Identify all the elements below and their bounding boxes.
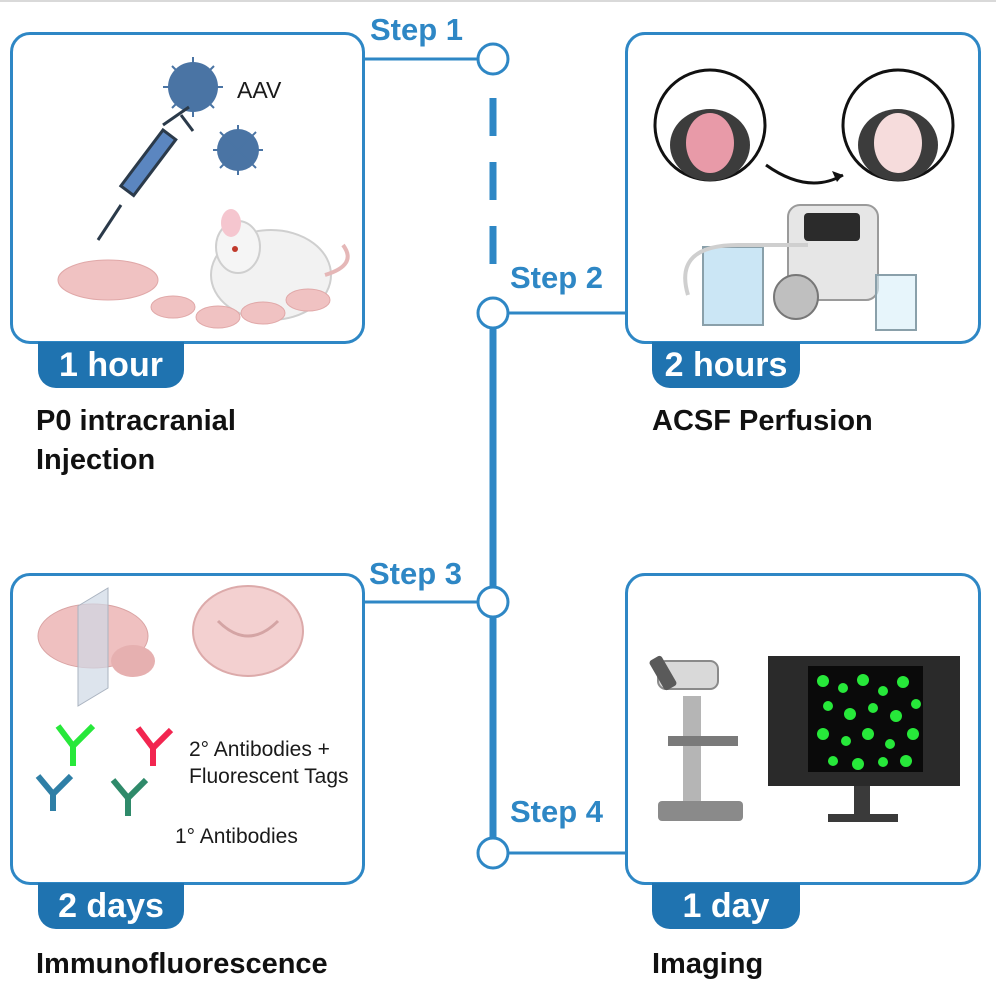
top-rule — [0, 0, 996, 2]
perfusion-illustration — [653, 68, 955, 331]
duration-badge-step2: 2 hours — [652, 342, 800, 388]
pups-icon — [57, 259, 331, 329]
secondary-antibodies-line1: 2° Antibodies + — [189, 738, 330, 761]
brain-before-icon — [653, 68, 767, 182]
arrow-icon — [765, 163, 844, 185]
secondary-antibody-icon — [55, 723, 174, 766]
step-label-4: Step 4 — [510, 794, 604, 829]
step-label-3: Step 3 — [369, 556, 463, 591]
caption-injection-line1: P0 intracranial — [36, 405, 236, 437]
immunofluorescence-illustration — [35, 585, 304, 816]
injection-illustration — [57, 57, 350, 329]
panel-immunofluorescence: 2° Antibodies + Fluorescent Tags 1° Anti… — [10, 573, 365, 885]
caption-imaging: Imaging — [652, 948, 764, 980]
microscope-icon — [649, 655, 743, 821]
syringe-icon — [96, 105, 195, 241]
caption-injection-line2: Injection — [36, 444, 156, 476]
pump-icon — [773, 204, 879, 320]
brain-icon — [37, 587, 155, 707]
fluorescence-image — [817, 674, 921, 770]
brain-slice-icon — [192, 585, 304, 677]
duration-badge-step1: 1 hour — [38, 342, 184, 388]
caption-immunofluorescence: Immunofluorescence — [36, 948, 328, 980]
panel-perfusion — [625, 32, 981, 344]
imaging-illustration — [649, 655, 960, 822]
duration-badge-step4: 1 day — [652, 883, 800, 929]
node-step1 — [476, 42, 510, 76]
primary-antibody-icon — [35, 773, 149, 816]
primary-antibodies-label: 1° Antibodies — [175, 825, 298, 848]
tubing — [683, 243, 808, 296]
node-step2 — [476, 296, 510, 330]
panel-injection: AAV — [10, 32, 365, 344]
secondary-antibodies-line2: Fluorescent Tags — [189, 765, 349, 788]
caption-perfusion: ACSF Perfusion — [652, 405, 873, 437]
node-step3 — [476, 585, 510, 619]
brain-after-icon — [841, 68, 955, 182]
virus-spikes — [163, 57, 263, 175]
step-label-2: Step 2 — [510, 260, 604, 295]
node-step4 — [476, 836, 510, 870]
beaker-icon — [702, 246, 917, 331]
aav-label: AAV — [237, 77, 282, 103]
duration-badge-step3: 2 days — [38, 883, 184, 929]
step-label-1: Step 1 — [370, 12, 464, 47]
panel-imaging — [625, 573, 981, 885]
